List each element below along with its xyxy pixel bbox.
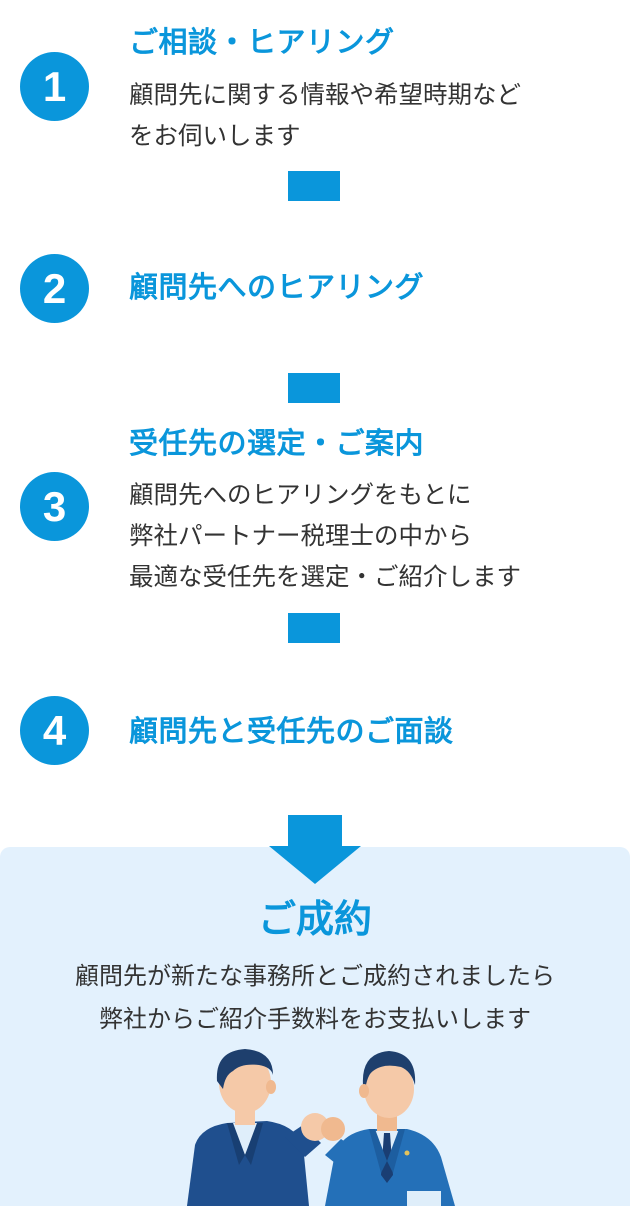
result-title: ご成約 bbox=[257, 897, 372, 941]
step-number-badge: 1 bbox=[20, 52, 89, 121]
step-connector bbox=[288, 171, 340, 201]
step-description-line: をお伺いします bbox=[129, 121, 301, 150]
step-title: 顧問先へのヒアリング bbox=[129, 270, 425, 304]
step-description: 顧問先に関する情報や希望時期など をお伺いします bbox=[129, 74, 521, 156]
arrow-down-icon-head bbox=[269, 846, 361, 884]
step-number-badge: 2 bbox=[20, 254, 89, 323]
step-connector bbox=[288, 613, 340, 643]
result-panel: ご成約 顧問先が新たな事務所とご成約されましたら 弊社からご紹介手数料をお支払い… bbox=[0, 847, 630, 1206]
step-description-line: 顧問先へのヒアリングをもとに bbox=[129, 480, 472, 509]
step-title: ご相談・ヒアリング bbox=[129, 25, 395, 59]
step-description-line: 最適な受任先を選定・ご紹介します bbox=[129, 562, 521, 591]
step-title: 顧問先と受任先のご面談 bbox=[129, 714, 454, 748]
step-title: 受任先の選定・ご案内 bbox=[129, 426, 425, 460]
handshake-illustration bbox=[187, 1049, 455, 1206]
result-description-line: 顧問先が新たな事務所とご成約されましたら bbox=[75, 962, 555, 990]
result-description: 顧問先が新たな事務所とご成約されましたら 弊社からご紹介手数料をお支払いします bbox=[0, 955, 630, 1041]
businessman-left-illustration bbox=[187, 1049, 321, 1206]
fist-bump-hands bbox=[301, 1113, 345, 1141]
step-connector bbox=[288, 373, 340, 403]
step-number-badge: 3 bbox=[20, 472, 89, 541]
step-description-line: 弊社パートナー税理士の中から bbox=[129, 521, 472, 550]
step-description: 顧問先へのヒアリングをもとに 弊社パートナー税理士の中から 最適な受任先を選定・… bbox=[129, 474, 521, 597]
businessman-right-illustration bbox=[325, 1051, 455, 1206]
result-description-line: 弊社からご紹介手数料をお支払いします bbox=[99, 1005, 531, 1033]
step-description-line: 顧問先に関する情報や希望時期など bbox=[129, 80, 521, 109]
step-number-badge: 4 bbox=[20, 696, 89, 765]
arrow-down-icon bbox=[288, 815, 342, 847]
